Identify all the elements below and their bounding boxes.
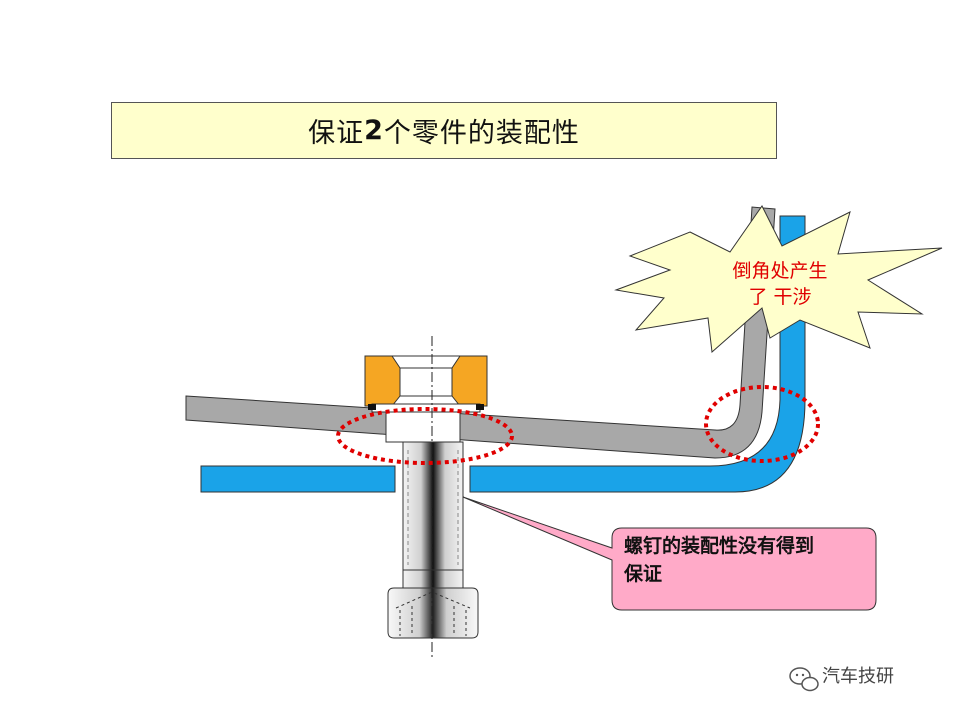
interference-note-line1: 倒角处产生 <box>732 260 828 282</box>
interference-ellipse-left <box>336 407 514 465</box>
callout-note: 螺钉的装配性没有得到 保证 <box>606 532 876 588</box>
title-number: 2 <box>364 115 384 146</box>
nut-left-flank <box>364 355 401 407</box>
title-part2: 个零件的装配性 <box>383 118 580 149</box>
interference-ellipse-right <box>704 385 820 463</box>
interference-note: 倒角处产生 了 干涉 <box>705 258 855 310</box>
title-part1: 保证 <box>308 118 365 149</box>
callout-box <box>462 496 877 611</box>
gray-plate <box>185 206 776 459</box>
nut-right-flank <box>451 355 488 407</box>
wechat-icon <box>789 667 819 692</box>
interference-note-line2: 了 干涉 <box>748 286 812 308</box>
gray-plate-hole <box>385 409 461 443</box>
callout-note-line1: 螺钉的装配性没有得到 <box>624 535 815 557</box>
watermark: 汽车技研 <box>786 662 894 688</box>
watermark-text: 汽车技研 <box>822 666 894 687</box>
bolt-head <box>387 587 479 639</box>
callout-note-line2: 保证 <box>624 563 663 585</box>
starburst <box>614 205 943 354</box>
blue-plate <box>200 465 396 493</box>
